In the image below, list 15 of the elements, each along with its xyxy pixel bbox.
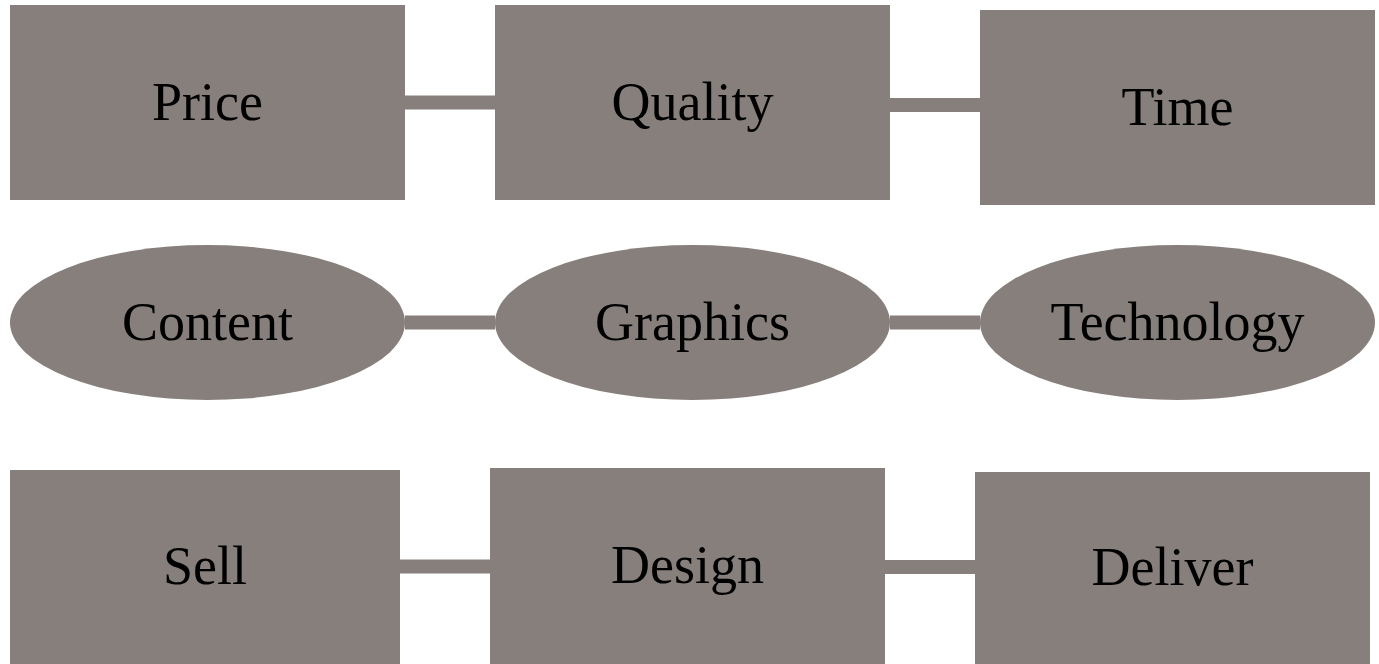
- connector-line: [405, 315, 495, 330]
- rectangle-node: Design: [490, 468, 885, 664]
- ellipse-node: Content: [10, 245, 405, 400]
- connector-line: [885, 560, 975, 574]
- rectangle-node: Time: [980, 10, 1375, 205]
- connector-line: [890, 315, 980, 330]
- rectangle-node: Quality: [495, 5, 890, 200]
- rectangle-node: Deliver: [975, 472, 1370, 664]
- rectangle-node: Sell: [10, 470, 400, 664]
- connector-line: [890, 98, 980, 112]
- ellipse-node: Technology: [980, 245, 1375, 400]
- connector-line: [400, 559, 490, 574]
- connector-line: [405, 95, 495, 110]
- ellipse-node: Graphics: [495, 245, 890, 400]
- rectangle-node: Price: [10, 5, 405, 200]
